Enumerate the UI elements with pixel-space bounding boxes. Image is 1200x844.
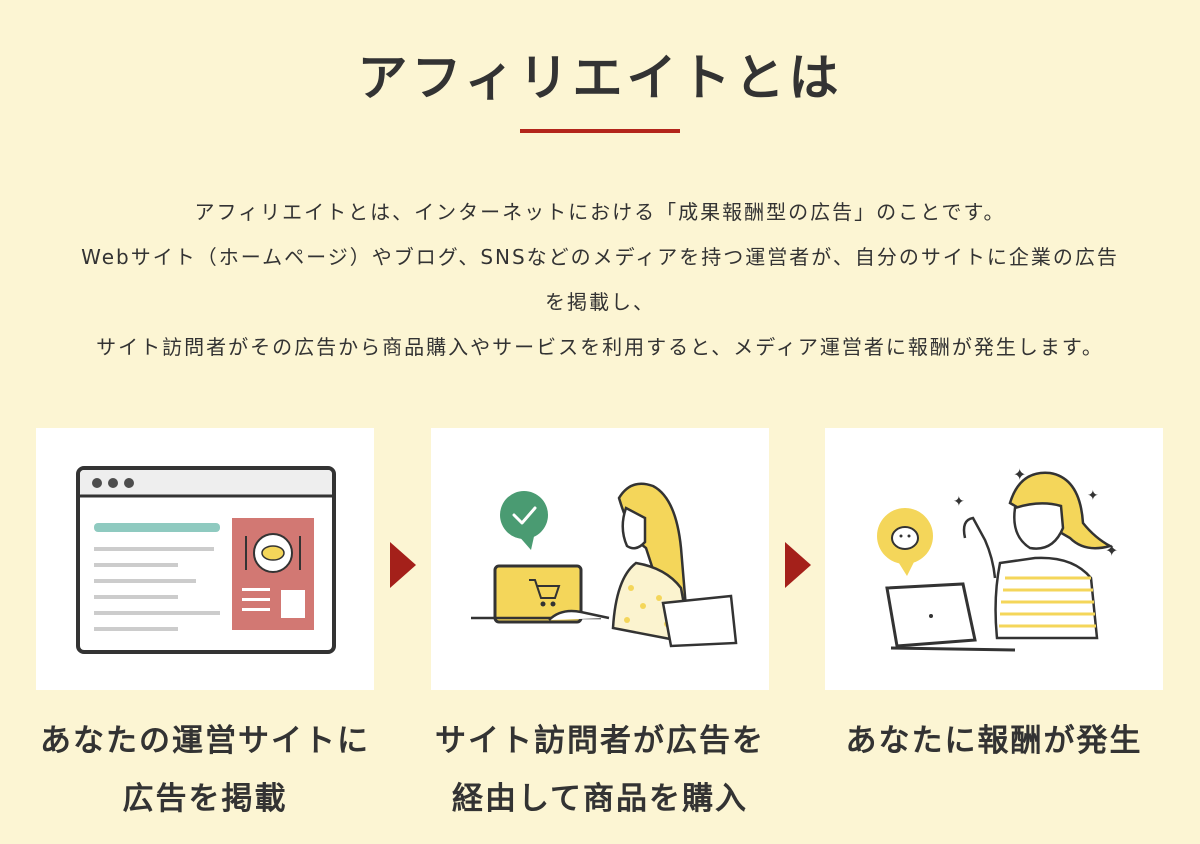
- page-title: アフィリエイトとは: [357, 49, 843, 107]
- step-3-caption: あなたに報酬が発生: [794, 712, 1194, 770]
- arrow-right-icon: [785, 542, 811, 588]
- description: アフィリエイトとは、インターネットにおける「成果報酬型の広告」のことです。 We…: [0, 190, 1200, 370]
- step-2-caption-line-2: 経由して商品を購入: [451, 781, 749, 817]
- description-line-1: アフィリエイトとは、インターネットにおける「成果報酬型の広告」のことです。: [194, 200, 1006, 224]
- step-3-caption-line-1: あなたに報酬が発生: [845, 723, 1143, 759]
- description-line-4: サイト訪問者がその広告から商品購入やサービスを利用すると、メディア運営者に報酬が…: [96, 335, 1104, 359]
- svg-text:✦: ✦: [953, 494, 965, 510]
- step-3-card: ✦ ✦ ✦ ✦: [825, 428, 1163, 690]
- step-2-caption-line-1: サイト訪問者が広告を: [435, 723, 765, 759]
- svg-text:✦: ✦: [1087, 488, 1099, 504]
- description-line-3: を掲載し、: [545, 290, 655, 314]
- woman-reward-illustration-icon: ✦ ✦ ✦ ✦: [877, 465, 1118, 652]
- step-1-caption: あなたの運営サイトに 広告を掲載: [5, 712, 405, 828]
- step-2-card: [431, 428, 769, 690]
- title-underline: [520, 129, 680, 133]
- step-2-caption: サイト訪問者が広告を 経由して商品を購入: [400, 712, 800, 828]
- description-line-2: Webサイト（ホームページ）やブログ、SNSなどのメディアを持つ運営者が、自分の…: [81, 245, 1119, 269]
- step-1-caption-line-1: あなたの運営サイトに: [40, 723, 370, 759]
- step-1-caption-line-2: 広告を掲載: [122, 781, 288, 817]
- step-1-card: [36, 428, 374, 690]
- arrow-right-icon: [390, 542, 416, 588]
- woman-shopping-laptop-illustration-icon: [471, 482, 738, 648]
- browser-ad-illustration-icon: [76, 466, 336, 654]
